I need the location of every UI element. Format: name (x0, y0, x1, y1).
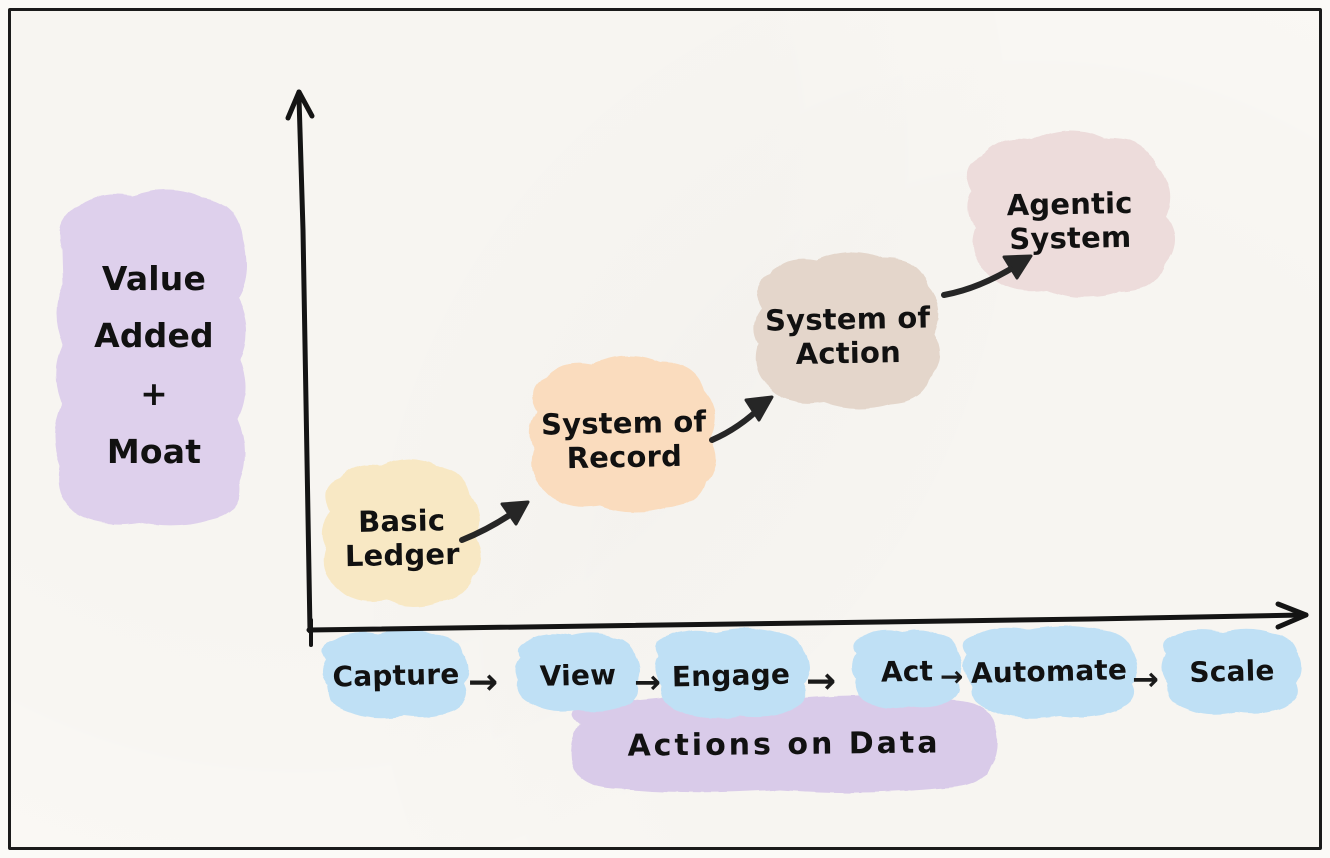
step-label-scale: Scale (1163, 630, 1301, 713)
stage-label-line-2: Action (795, 334, 902, 372)
stage-label-system-of-record: System of Record (531, 368, 718, 512)
y-axis-label-blob (54, 189, 247, 526)
stage-blob-basic-ledger (321, 459, 482, 607)
step-blobs (322, 626, 1302, 719)
step-text: Engage (671, 658, 791, 694)
y-axis-line (285, 89, 315, 634)
step-label-capture: Capture (325, 634, 467, 717)
stage-label-line-2: Ledger (344, 536, 461, 574)
step-connector-arrow-3: → (806, 661, 837, 702)
step-text: View (539, 658, 617, 694)
stage-label-line-2: Record (566, 438, 683, 476)
y-axis-label-line-4: Moat (106, 431, 202, 471)
stage-connector-arrow-2 (709, 395, 774, 443)
y-axis-label-line-3: + (140, 374, 168, 413)
x-axis-line (306, 601, 1309, 647)
stage-label-agentic-system: Agentic System (969, 146, 1172, 296)
stage-blob-system-of-record (529, 355, 717, 513)
step-text: Act (880, 654, 934, 690)
y-axis-label: Value Added + Moat (56, 206, 252, 524)
x-axis-title-text: Actions on Data (627, 725, 941, 764)
step-text: Automate (970, 653, 1128, 691)
step-connector-arrow-2: → (634, 663, 661, 701)
x-axis-title: Actions on Data (572, 698, 997, 792)
y-axis-label-line-1: Value (101, 258, 207, 298)
stage-label-line-1: Basic (357, 502, 446, 539)
stage-label-line-1: System of (764, 300, 931, 338)
stage-label-basic-ledger: Basic Ledger (325, 469, 480, 608)
stage-blob-system-of-action (753, 251, 941, 409)
x-axis-title-blob (571, 695, 998, 793)
stage-label-system-of-action: System of Action (755, 264, 942, 408)
step-connector-arrow-1: → (468, 662, 499, 703)
y-axis-label-line-2: Added (94, 316, 214, 356)
step-connector-arrow-5: → (1132, 660, 1159, 698)
step-text: Scale (1188, 654, 1276, 690)
stage-connector-arrow-3 (941, 254, 1033, 298)
step-connector-arrow-4: → (940, 660, 964, 693)
stage-label-line-1: System of (540, 404, 707, 442)
stage-label-line-1: Agentic (1006, 185, 1133, 222)
stage-label-line-2: System (1008, 219, 1132, 257)
step-text: Capture (332, 657, 460, 695)
stage-connector-arrow-1 (459, 500, 530, 543)
